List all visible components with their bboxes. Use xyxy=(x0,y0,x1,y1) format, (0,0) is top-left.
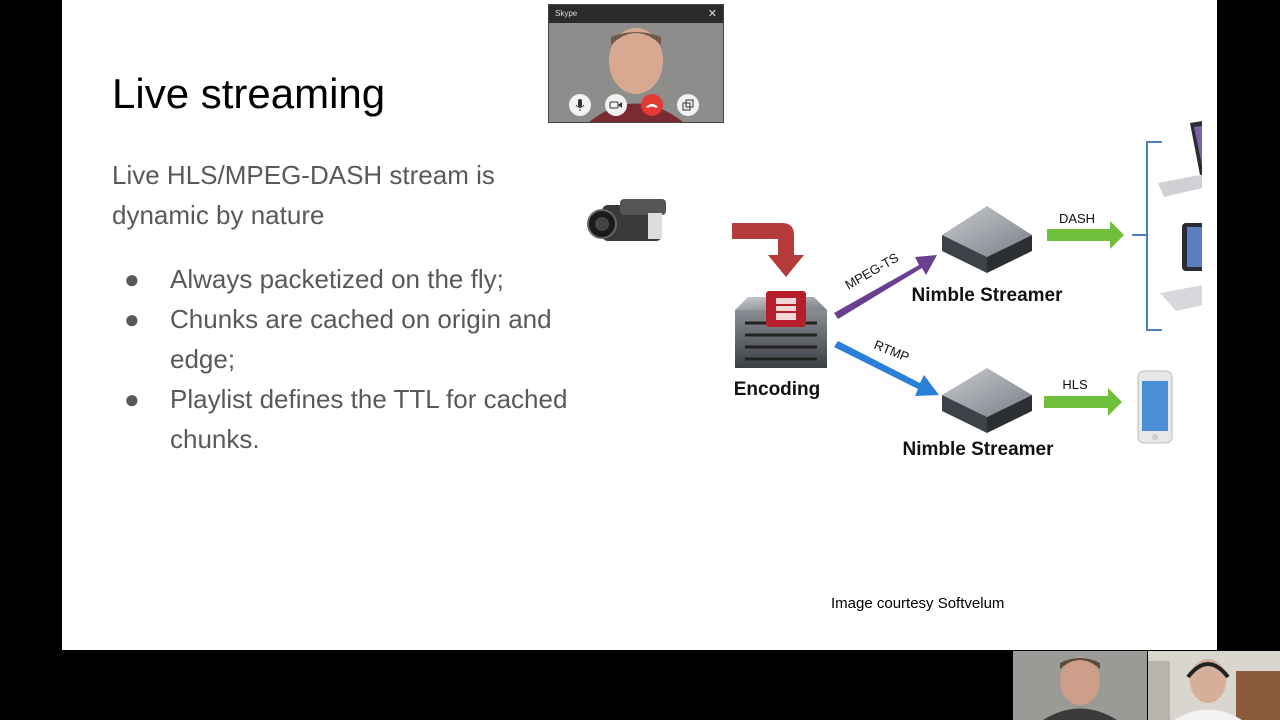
skype-title-bar: Skype ✕ xyxy=(549,5,723,23)
mpegts-label: MPEG-TS xyxy=(842,250,901,293)
nimble-server-top-icon xyxy=(942,206,1032,273)
switch-window-icon[interactable] xyxy=(677,94,699,116)
participant-video-2 xyxy=(1148,651,1280,720)
image-courtesy-text: Image courtesy Softvelum xyxy=(831,595,1005,612)
slide-lead-text: Live HLS/MPEG-DASH stream is dynamic by … xyxy=(112,160,495,230)
red-arrow xyxy=(732,223,804,277)
green-arrow-hls xyxy=(1044,388,1122,416)
nimble-server-bottom-icon xyxy=(942,368,1032,433)
desktop-computer-icon xyxy=(1160,223,1202,311)
bullet-item: ● Playlist defines the TTL for cached chu… xyxy=(112,379,582,459)
laptop-icon xyxy=(1158,121,1202,197)
smartphone-icon xyxy=(1137,370,1173,444)
participant-2-picture xyxy=(1148,651,1280,720)
streaming-diagram: Encoding MPEG-TS RTMP Nimble Streamer Ni… xyxy=(587,121,1202,460)
microphone-icon[interactable] xyxy=(569,94,591,116)
bullet-dot: ● xyxy=(124,304,140,334)
bullet-text: Playlist defines the TTL for cached chun… xyxy=(170,384,568,454)
participant-video-1 xyxy=(1013,651,1147,720)
video-camera-icon xyxy=(587,199,666,241)
participant-1-picture xyxy=(1013,651,1147,720)
encoding-label: Encoding xyxy=(734,379,821,400)
dash-label: DASH xyxy=(1059,211,1095,226)
bullet-item: ● Always packetized on the fly; xyxy=(112,259,582,299)
bullet-dot: ● xyxy=(124,264,140,294)
rtmp-label: RTMP xyxy=(872,337,912,365)
bullet-text: Chunks are cached on origin and edge; xyxy=(170,304,552,374)
devices-bracket xyxy=(1132,141,1162,331)
skype-title: Skype xyxy=(555,9,578,18)
bullet-list: ● Always packetized on the fly; ● Chunks a… xyxy=(112,259,582,459)
bullet-item: ● Chunks are cached on origin and edge; xyxy=(112,299,582,379)
nimble-streamer-bottom-label: Nimble Streamer xyxy=(902,439,1054,460)
bullet-dot: ● xyxy=(124,384,140,414)
film-encoder-icon xyxy=(766,291,806,327)
purple-arrow xyxy=(834,255,937,319)
close-icon[interactable]: ✕ xyxy=(707,8,717,20)
skype-controls xyxy=(569,94,699,116)
video-camera-toggle-icon[interactable] xyxy=(605,94,627,116)
bullet-text: Always packetized on the fly; xyxy=(170,264,504,294)
blue-arrow xyxy=(834,341,939,396)
skype-call-window[interactable]: Skype ✕ xyxy=(548,4,724,123)
hls-label: HLS xyxy=(1062,377,1088,392)
nimble-streamer-top-label: Nimble Streamer xyxy=(911,285,1063,306)
green-arrow-dash xyxy=(1047,221,1124,249)
slide-title: Live streaming xyxy=(112,70,386,117)
end-call-icon[interactable] xyxy=(641,94,663,116)
